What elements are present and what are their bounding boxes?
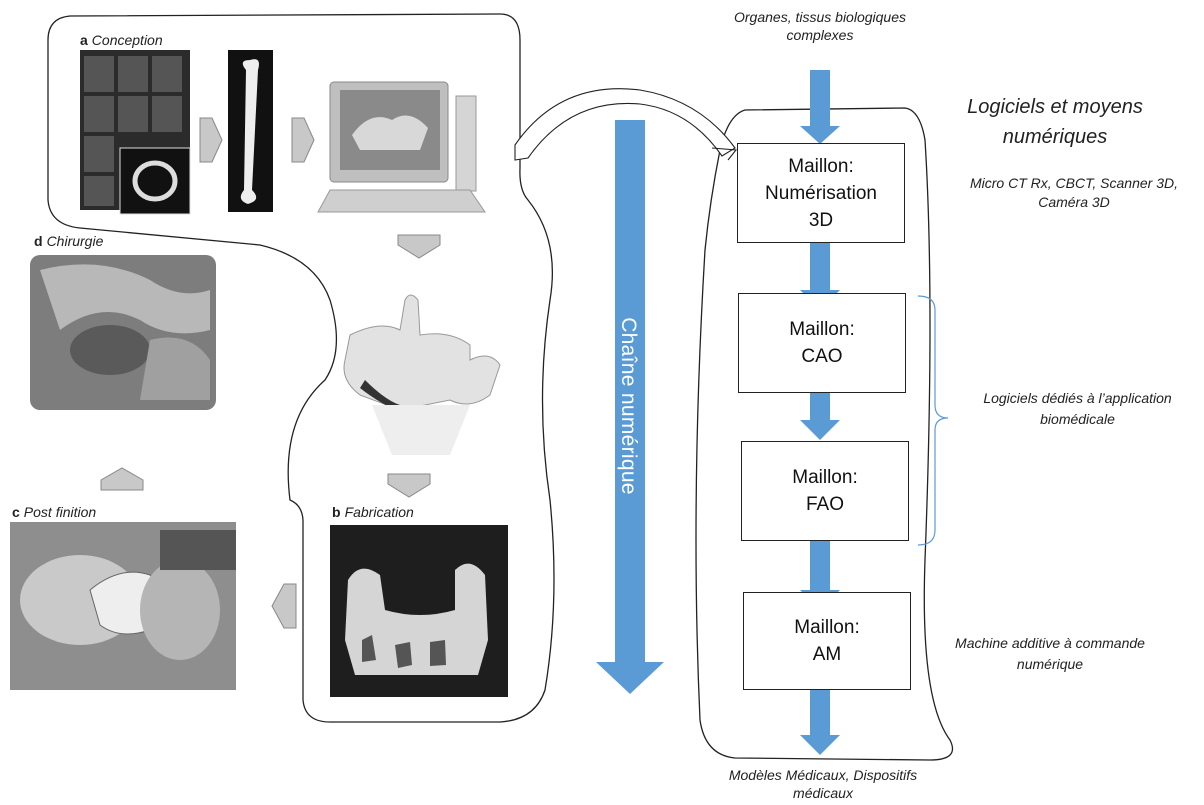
software-note: Logiciels dédiés à l’application biomédi… <box>983 390 1172 427</box>
software-bracket <box>917 295 949 546</box>
arrow-down-2 <box>387 473 431 498</box>
arrow-left <box>271 583 297 629</box>
implant-model-image <box>343 294 501 455</box>
box-label: Maillon: <box>789 319 855 340</box>
arrow-down-1 <box>397 234 441 259</box>
chain-box-cao: Maillon: CAO <box>738 293 906 393</box>
chain-big-arrow <box>596 120 664 694</box>
arrow-up <box>100 467 144 491</box>
box-label: Numérisation <box>765 182 877 204</box>
flow-arrow-output <box>800 690 840 755</box>
arrow-right-2 <box>291 117 315 163</box>
chain-label: Chaîne numérique <box>617 317 641 495</box>
machine-note: Machine additive à commande numérique <box>955 635 1145 672</box>
box-label: Maillon: <box>794 617 860 638</box>
digitization-tools: Micro CT Rx, CBCT, Scanner 3D, Caméra 3D <box>970 175 1178 210</box>
box-label: 3D <box>808 209 834 231</box>
ct-slices-image <box>80 50 191 215</box>
box-label: FAO <box>805 494 844 515</box>
box-label: Maillon: <box>788 155 854 177</box>
box-label: AM <box>812 644 842 665</box>
chain-outline <box>695 107 954 761</box>
box-label: Maillon: <box>792 467 858 488</box>
process-outline <box>47 13 555 723</box>
input-label: Organes, tissus biologiques complexes <box>734 9 906 43</box>
femur-image <box>228 50 273 212</box>
flow-arrow-2 <box>800 393 840 440</box>
chain-box-fao: Maillon: FAO <box>741 441 909 541</box>
chain-box-am: Maillon: AM <box>743 592 911 690</box>
heading-logiciels: Logiciels et moyens numériques <box>967 96 1143 148</box>
box-label: CAO <box>801 346 843 367</box>
flow-arrow-input <box>800 70 840 144</box>
post-finition-image <box>10 522 236 690</box>
arrow-right-1 <box>199 117 223 163</box>
output-label: Modèles Médicaux, Dispositifs médicaux <box>728 767 918 801</box>
connector-arrow <box>514 88 736 161</box>
computer-image <box>317 81 486 213</box>
chain-box-numerisation: Maillon: Numérisation 3D <box>737 143 905 243</box>
fabrication-image <box>330 525 508 697</box>
chirurgie-image <box>30 255 216 410</box>
